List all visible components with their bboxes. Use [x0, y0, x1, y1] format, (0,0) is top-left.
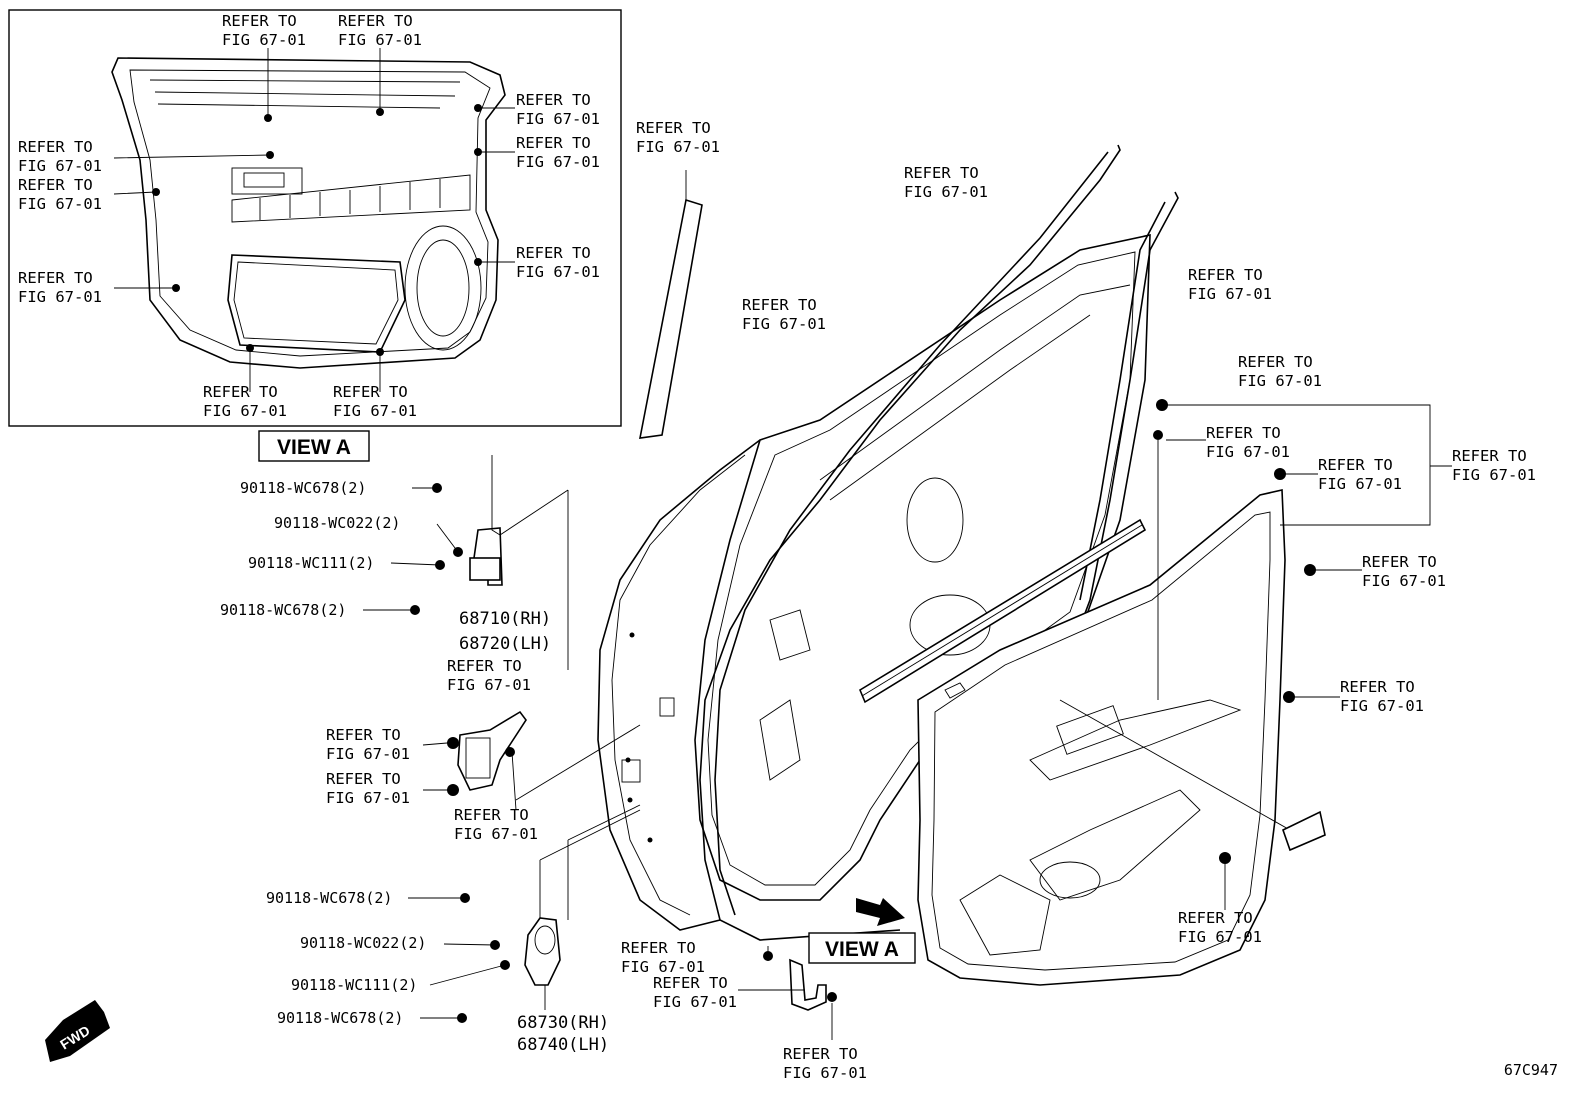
front-door-panel — [694, 234, 1151, 901]
door-outer-skin — [597, 439, 761, 931]
fig-ref-callout-28: FIG 67-01 — [783, 1064, 867, 1082]
refer-to-callout-3: REFER TO — [516, 91, 591, 109]
refer-to-callout-20: REFER TO — [1340, 678, 1415, 696]
refer-to-callout-28: REFER TO — [783, 1045, 858, 1063]
refer-to-callout-23: REFER TO — [326, 770, 401, 788]
bolt-upper-4-label: 90118-WC678(2) — [220, 601, 346, 619]
bolt-lower-2-label: 90118-WC022(2) — [300, 934, 426, 952]
fig-ref-callout-17: FIG 67-01 — [1318, 475, 1402, 493]
fig-ref-callout-21: FIG 67-01 — [447, 676, 531, 694]
upper-hinge-rh-label: 68710(RH) — [459, 609, 551, 629]
refer-to-callout-15: REFER TO — [1238, 353, 1313, 371]
view-a-title-inset: VIEW A — [277, 436, 351, 459]
fig-ref-callout-3: FIG 67-01 — [516, 110, 600, 128]
refer-to-callout-8: REFER TO — [18, 269, 93, 287]
fig-ref-callout-15: FIG 67-01 — [1238, 372, 1322, 390]
upper-hinge-lh-label: 68720(LH) — [459, 634, 551, 654]
lower-hinge-lh-label: 68740(LH) — [517, 1035, 609, 1055]
refer-to-callout-5: REFER TO — [18, 138, 93, 156]
belt-weatherstrip — [858, 518, 1147, 704]
refer-to-callout-26: REFER TO — [621, 939, 696, 957]
fwd-indicator: FWD — [45, 1000, 110, 1062]
fig-ref-callout-20: FIG 67-01 — [1340, 697, 1424, 715]
fig-ref-callout-2: FIG 67-01 — [338, 31, 422, 49]
door-trim-panel — [917, 489, 1286, 986]
refer-to-callout-1: REFER TO — [222, 12, 297, 30]
fig-ref-callout-5: FIG 67-01 — [18, 157, 102, 175]
fig-ref-callout-23: FIG 67-01 — [326, 789, 410, 807]
refer-to-callout-14: REFER TO — [1188, 266, 1263, 284]
fig-ref-callout-4: FIG 67-01 — [516, 153, 600, 171]
refer-to-callout-7: REFER TO — [516, 244, 591, 262]
upper-hinge — [363, 455, 569, 670]
fig-ref-callout-24: FIG 67-01 — [454, 825, 538, 843]
fig-ref-callout-8: FIG 67-01 — [18, 288, 102, 306]
refer-to-callout-25: REFER TO — [1178, 909, 1253, 927]
fig-ref-callout-19: FIG 67-01 — [1362, 572, 1446, 590]
bolt-lower-1-label: 90118-WC678(2) — [266, 889, 392, 907]
door-belt-molding — [639, 198, 703, 439]
view-a-inset — [8, 9, 622, 427]
refer-to-callout-13: REFER TO — [742, 296, 817, 314]
refer-to-callout-2: REFER TO — [338, 12, 413, 30]
fig-ref-callout-16: FIG 67-01 — [1206, 443, 1290, 461]
bolt-upper-1-label: 90118-WC678(2) — [240, 479, 366, 497]
fig-ref-callout-9: FIG 67-01 — [203, 402, 287, 420]
fig-ref-callout-6: FIG 67-01 — [18, 195, 102, 213]
bolt-upper-3-label: 90118-WC111(2) — [248, 554, 374, 572]
fig-ref-callout-27: FIG 67-01 — [653, 993, 737, 1011]
bolt-lower-3-label: 90118-WC111(2) — [291, 976, 417, 994]
fig-ref-callout-14: FIG 67-01 — [1188, 285, 1272, 303]
view-a-title-main: VIEW A — [825, 938, 899, 961]
refer-to-callout-11: REFER TO — [636, 119, 711, 137]
refer-to-callout-17: REFER TO — [1318, 456, 1393, 474]
fig-ref-callout-13: FIG 67-01 — [742, 315, 826, 333]
bolt-upper-2-label: 90118-WC022(2) — [274, 514, 400, 532]
refer-to-callout-24: REFER TO — [454, 806, 529, 824]
door-weatherstrip-outer — [699, 144, 1121, 941]
refer-to-callout-18: REFER TO — [1452, 447, 1527, 465]
refer-to-callout-9: REFER TO — [203, 383, 278, 401]
fig-ref-callout-25: FIG 67-01 — [1178, 928, 1262, 946]
fig-ref-callout-22: FIG 67-01 — [326, 745, 410, 763]
refer-to-callout-6: REFER TO — [18, 176, 93, 194]
lower-hinge-rh-label: 68730(RH) — [517, 1013, 609, 1033]
fig-ref-callout-18: FIG 67-01 — [1452, 466, 1536, 484]
fig-ref-callout-12: FIG 67-01 — [904, 183, 988, 201]
door-check — [422, 710, 641, 811]
refer-to-callout-27: REFER TO — [653, 974, 728, 992]
clip-fasteners — [763, 399, 1316, 1002]
fig-ref-callout-11: FIG 67-01 — [636, 138, 720, 156]
fig-ref-callout-1: FIG 67-01 — [222, 31, 306, 49]
view-a-caption-main: VIEW A — [808, 932, 916, 964]
refer-to-callout-19: REFER TO — [1362, 553, 1437, 571]
bolt-lower-4-label: 90118-WC678(2) — [277, 1009, 403, 1027]
diagram-code: 67C947 — [1504, 1061, 1558, 1079]
refer-to-callout-4: REFER TO — [516, 134, 591, 152]
refer-to-callout-22: REFER TO — [326, 726, 401, 744]
trim-bracket — [789, 958, 827, 1011]
refer-to-callout-21: REFER TO — [447, 657, 522, 675]
lower-hinge — [408, 804, 641, 1023]
fig-ref-callout-26: FIG 67-01 — [621, 958, 705, 976]
refer-to-callout-10: REFER TO — [333, 383, 408, 401]
refer-to-callout-12: REFER TO — [904, 164, 979, 182]
refer-to-callout-16: REFER TO — [1206, 424, 1281, 442]
view-direction-arrow — [856, 898, 905, 926]
fig-ref-callout-10: FIG 67-01 — [333, 402, 417, 420]
view-a-caption-inset: VIEW A — [258, 430, 370, 462]
fig-ref-callout-7: FIG 67-01 — [516, 263, 600, 281]
